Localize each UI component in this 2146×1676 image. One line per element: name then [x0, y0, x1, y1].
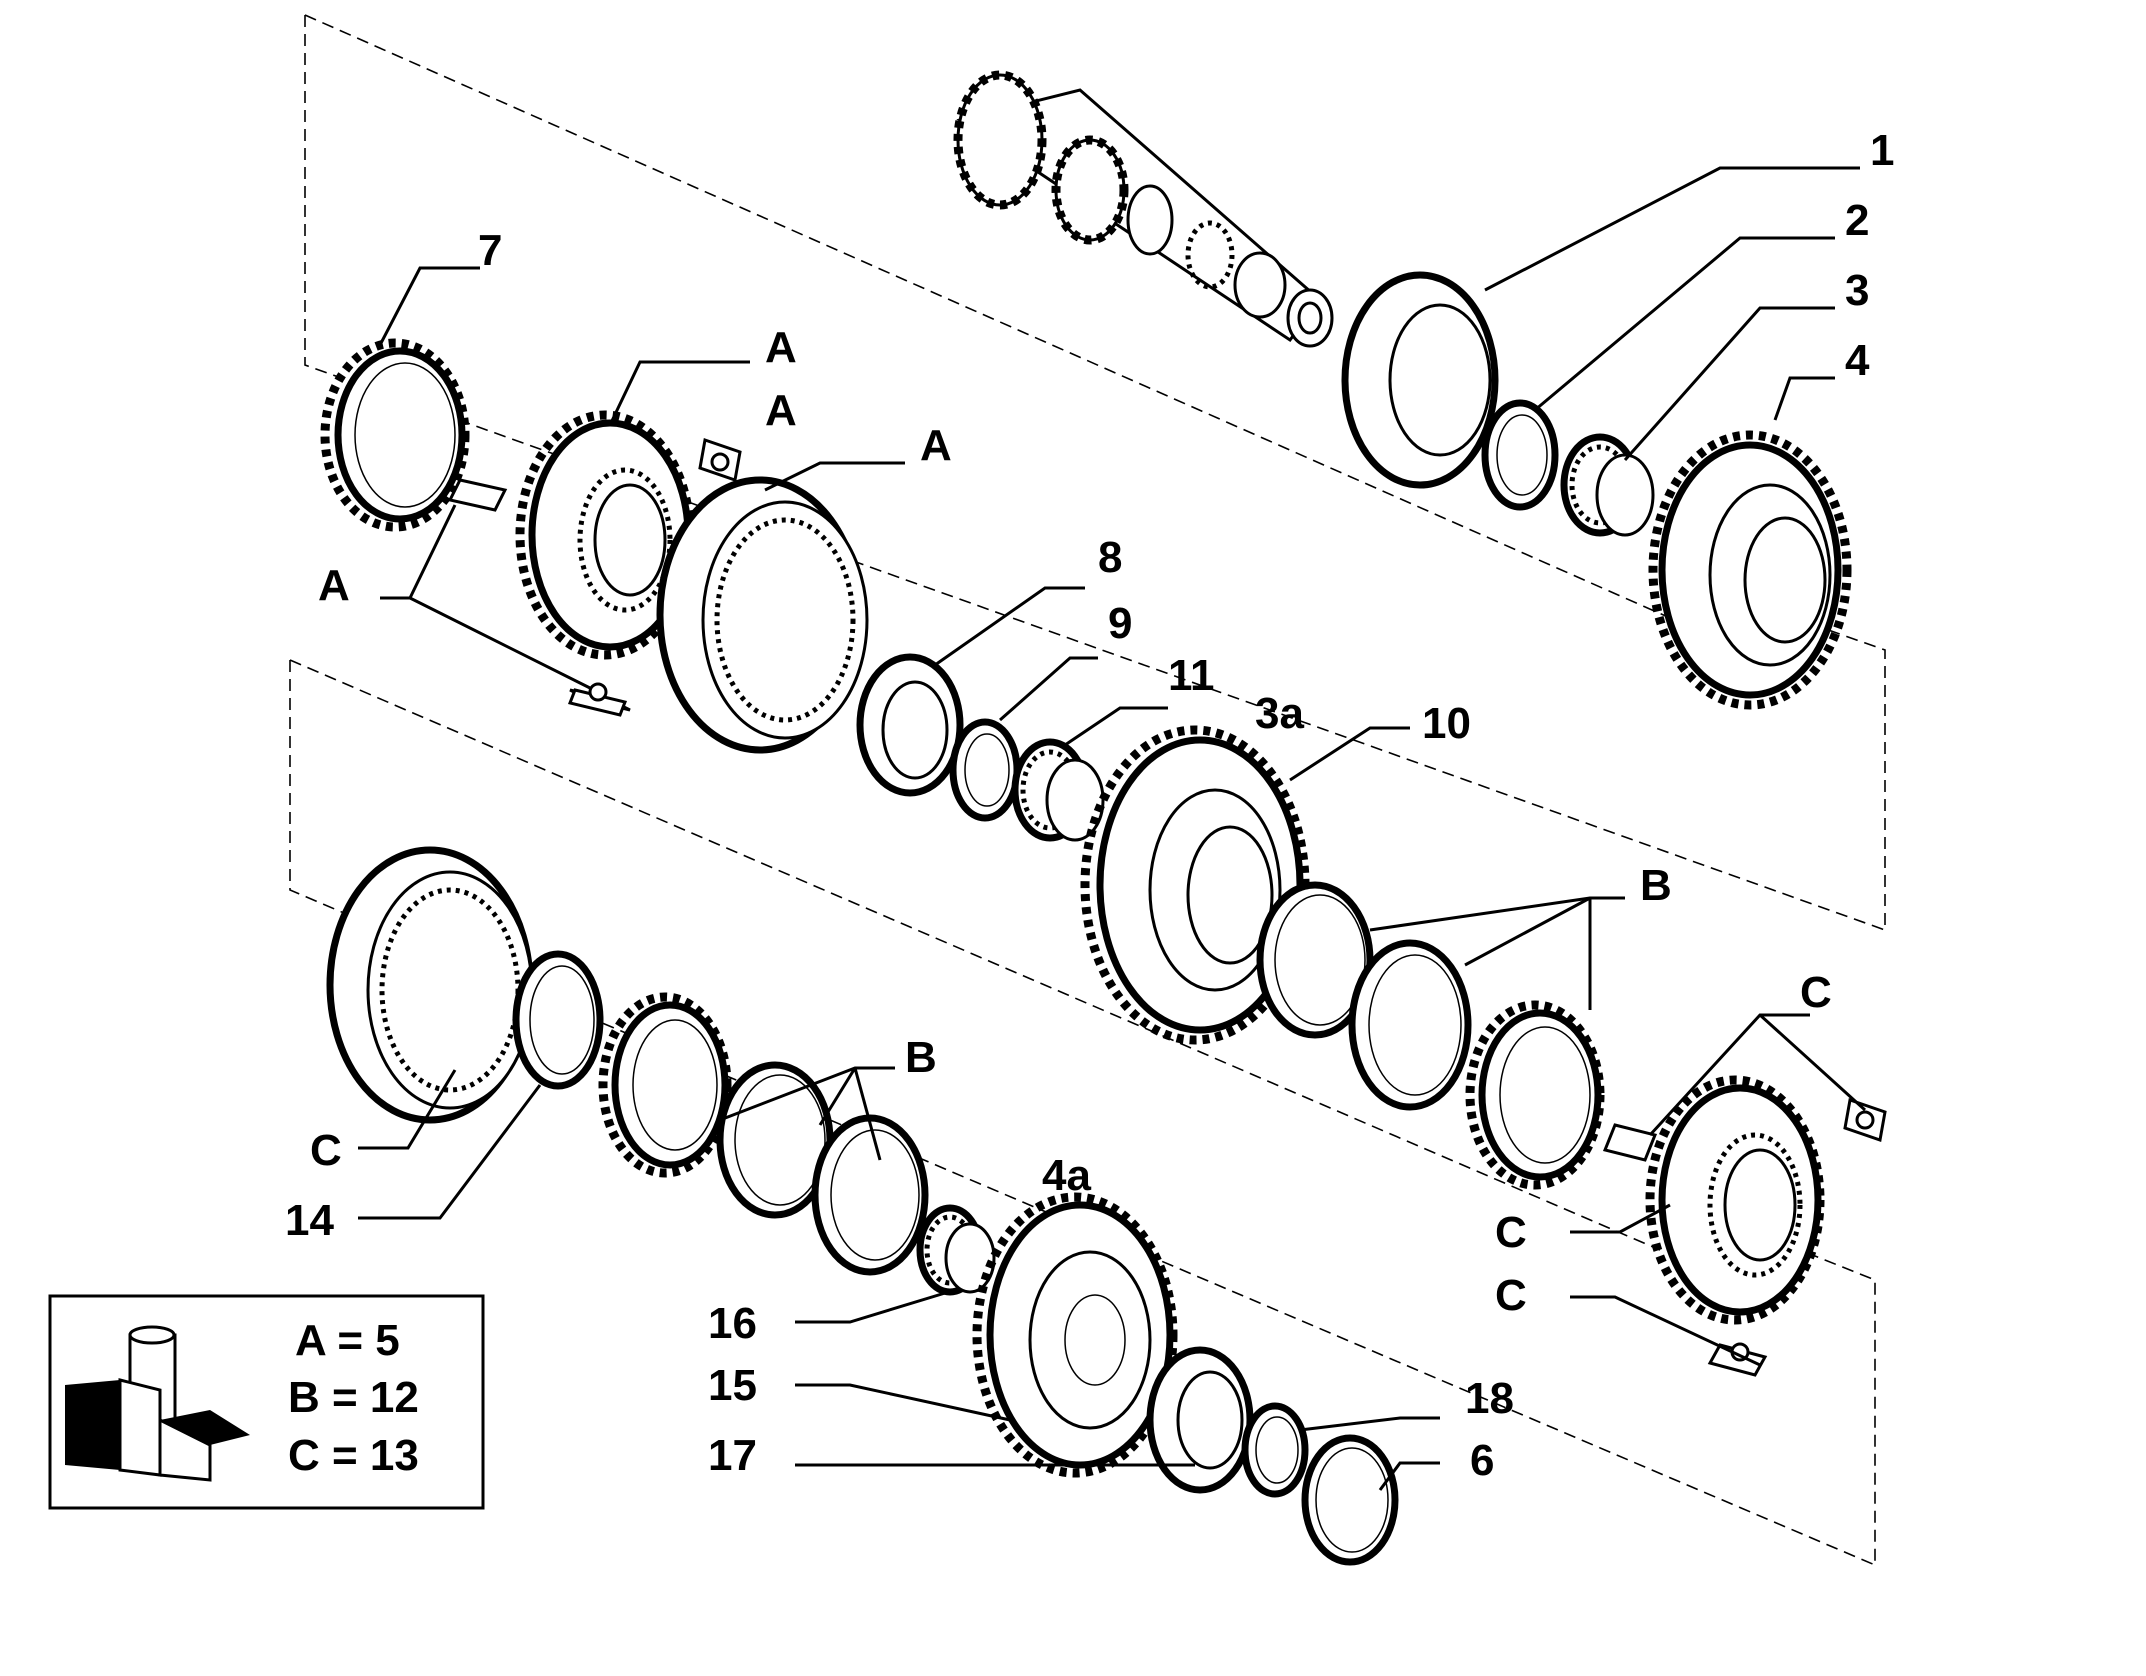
group-outlines	[289, 14, 1886, 1567]
callout-a-1: A	[765, 323, 797, 372]
callout-7: 7	[478, 226, 502, 275]
synchro-ring-b2	[1348, 939, 1472, 1111]
callout-17: 17	[708, 1431, 757, 1480]
callout-18: 18	[1465, 1374, 1514, 1423]
synchro-hub-c	[1645, 1075, 1825, 1325]
callout-8: 8	[1098, 533, 1122, 582]
callout-c-1: C	[1800, 968, 1832, 1017]
callout-c-4: C	[310, 1126, 342, 1175]
callout-3a: 3a	[1255, 689, 1304, 738]
synchro-ring-b3	[1465, 1000, 1605, 1190]
snap-ring-9	[949, 718, 1021, 822]
callout-c-2: C	[1495, 1208, 1527, 1257]
callout-2: 2	[1845, 196, 1869, 245]
legend-box: A = 5 B = 12 C = 13	[48, 1294, 485, 1510]
callout-b-1: B	[1640, 861, 1672, 910]
synchro-ring-b6	[811, 1114, 929, 1276]
callout-a-2: A	[765, 386, 797, 435]
key-a-left	[447, 478, 508, 512]
leader-lines	[358, 166, 1867, 1491]
callout-11: 11	[1168, 651, 1215, 700]
legend-c: C = 13	[288, 1431, 419, 1480]
callout-1: 1	[1870, 126, 1894, 175]
legend-b: B = 12	[288, 1373, 419, 1422]
callout-4a: 4a	[1042, 1151, 1091, 1200]
shaft	[953, 70, 1334, 348]
callout-c-3: C	[1495, 1271, 1527, 1320]
parts-pack-icon	[65, 1325, 250, 1482]
gear-4	[1648, 430, 1852, 710]
callout-a-4: A	[318, 561, 350, 610]
synchro-hub-a	[515, 410, 695, 660]
key-c-top	[1843, 1098, 1887, 1142]
legend-a: A = 5	[295, 1316, 400, 1365]
bearing-17	[1146, 1346, 1254, 1494]
key-c-bottom	[1707, 1342, 1768, 1377]
key-a-bottom	[567, 682, 631, 717]
snap-ring-2	[1481, 399, 1559, 511]
gear-3a	[1080, 725, 1310, 1045]
needle-bearing-3	[1560, 433, 1655, 537]
callout-a-3: A	[920, 421, 952, 470]
snap-ring-18	[1241, 1402, 1309, 1498]
callout-15: 15	[708, 1361, 757, 1410]
synchro-ring-b4	[598, 992, 732, 1178]
key-a-top	[698, 438, 742, 482]
ring-14	[512, 950, 604, 1090]
bearing-1	[1341, 271, 1499, 489]
callout-labels: 1 2 3 4 7 A A A A 8 9 11 3a 10 B C C C B…	[285, 126, 1894, 1485]
callout-b-2: B	[905, 1033, 937, 1082]
callout-4: 4	[1845, 336, 1870, 385]
callout-6: 6	[1470, 1436, 1494, 1485]
callout-14: 14	[285, 1196, 334, 1245]
bushing-8	[856, 653, 964, 797]
ring-6	[1301, 1434, 1399, 1566]
sleeve-a	[656, 476, 869, 754]
callout-3: 3	[1845, 266, 1869, 315]
callout-16: 16	[708, 1299, 757, 1348]
sleeve-c	[326, 846, 534, 1124]
synchro-ring-7	[320, 338, 470, 532]
needle-bearing-16	[916, 1204, 996, 1296]
callout-10: 10	[1422, 699, 1471, 748]
callout-9: 9	[1108, 599, 1132, 648]
needle-bearing-11	[1011, 738, 1105, 842]
key-c-left	[1602, 1123, 1658, 1162]
gear-4a	[972, 1192, 1178, 1478]
